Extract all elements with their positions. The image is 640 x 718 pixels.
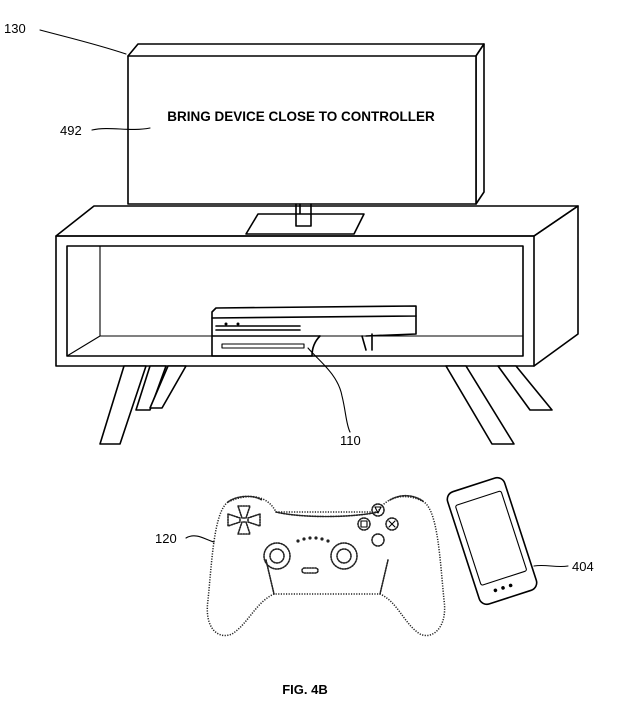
- label-492: 492: [60, 123, 82, 138]
- figure-caption: FIG. 4B: [282, 682, 328, 697]
- d-pad-icon: [227, 505, 261, 535]
- screen-message: BRING DEVICE CLOSE TO CONTROLLER: [167, 109, 435, 124]
- label-110: 110: [340, 433, 361, 448]
- label-120: 120: [155, 531, 177, 546]
- tv-stand-cabinet: [55, 205, 579, 445]
- label-404: 404: [572, 559, 594, 574]
- label-130: 130: [4, 21, 26, 36]
- display-device: [127, 43, 485, 235]
- game-console: [211, 305, 417, 357]
- face-buttons: [357, 503, 399, 547]
- game-controller: [206, 494, 446, 637]
- controller-center-lights: [296, 536, 330, 574]
- mobile-phone: [446, 476, 538, 606]
- thumbsticks: [263, 542, 358, 570]
- leader-lines: [39, 29, 569, 568]
